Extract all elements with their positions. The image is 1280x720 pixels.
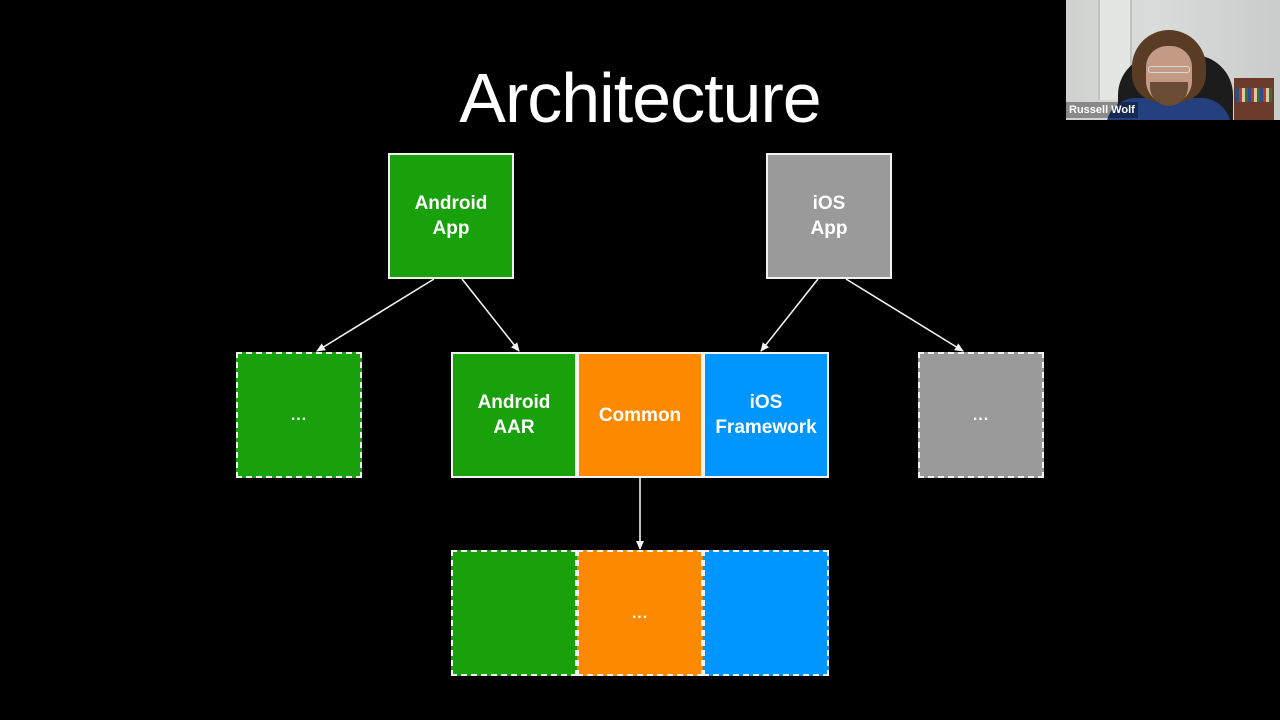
android-dependency-node xyxy=(451,550,577,676)
arrow-ios-app-to-ios-framework xyxy=(760,278,819,352)
arrow-ios-app-to-ios-other xyxy=(845,278,964,352)
android-app-node: Android App xyxy=(388,153,514,279)
participant-glasses xyxy=(1148,66,1190,73)
ios-other-modules-node: ... xyxy=(918,352,1044,478)
common-node: Common xyxy=(577,352,703,478)
ios-app-node: iOS App xyxy=(766,153,892,279)
slide-title: Architecture xyxy=(459,59,821,137)
background-books xyxy=(1236,88,1272,102)
arrow-android-app-to-android-aar xyxy=(461,278,520,352)
android-aar-node: Android AAR xyxy=(451,352,577,478)
participant-name-label: Russell Wolf xyxy=(1066,102,1138,118)
android-other-modules-node: ... xyxy=(236,352,362,478)
ios-framework-node: iOS Framework xyxy=(703,352,829,478)
participant-video-thumbnail[interactable]: Russell Wolf xyxy=(1066,0,1280,120)
participant-shirt xyxy=(1106,98,1231,120)
ios-dependency-node xyxy=(703,550,829,676)
arrow-android-app-to-android-other xyxy=(316,278,435,352)
common-dependency-node: ... xyxy=(577,550,703,676)
